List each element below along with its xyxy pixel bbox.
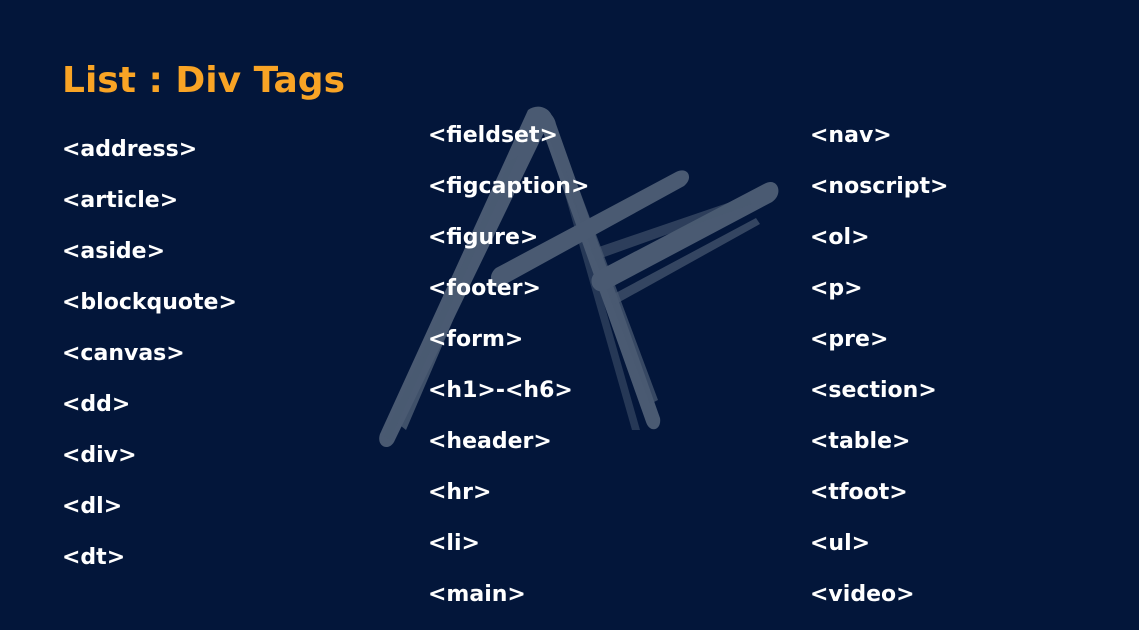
tag-item: <div>: [62, 443, 137, 468]
tag-item: <footer>: [428, 276, 541, 301]
tag-item: <dt>: [62, 545, 126, 570]
tag-item: <ol>: [810, 225, 870, 250]
brush-a-logo-watermark: [379, 106, 779, 448]
tag-list-column-1: <address> <article> <aside> <blockquote>…: [62, 135, 237, 594]
tag-item: <figure>: [428, 225, 539, 250]
tag-list-column-2: <fieldset> <figcaption> <figure> <footer…: [428, 121, 589, 630]
tag-item: <article>: [62, 188, 179, 213]
tag-item: <li>: [428, 531, 480, 556]
tag-item: <hr>: [428, 480, 492, 505]
tag-item: <noscript>: [810, 174, 949, 199]
tag-item: <dd>: [62, 392, 131, 417]
tag-item: <fieldset>: [428, 123, 558, 148]
tag-item: <figcaption>: [428, 174, 590, 199]
tag-item: <pre>: [810, 327, 889, 352]
tag-list-column-3: <nav> <noscript> <ol> <p> <pre> <section…: [810, 121, 948, 630]
tag-item: <tfoot>: [810, 480, 908, 505]
tag-item: <section>: [810, 378, 937, 403]
tag-item: <nav>: [810, 123, 892, 148]
tag-item: <table>: [810, 429, 911, 454]
tag-item: <blockquote>: [62, 290, 237, 315]
tag-item: <ul>: [810, 531, 871, 556]
tag-item: <header>: [428, 429, 552, 454]
tag-item: <p>: [810, 276, 863, 301]
tag-item: <address>: [62, 137, 198, 162]
slide-title: List : Div Tags: [62, 60, 346, 101]
tag-item: <aside>: [62, 239, 166, 264]
tag-item: <main>: [428, 582, 526, 607]
tag-item: <canvas>: [62, 341, 185, 366]
tag-item: <dl>: [62, 494, 123, 519]
tag-item: <h1>-<h6>: [428, 378, 573, 403]
tag-item: <form>: [428, 327, 524, 352]
tag-item: <video>: [810, 582, 915, 607]
